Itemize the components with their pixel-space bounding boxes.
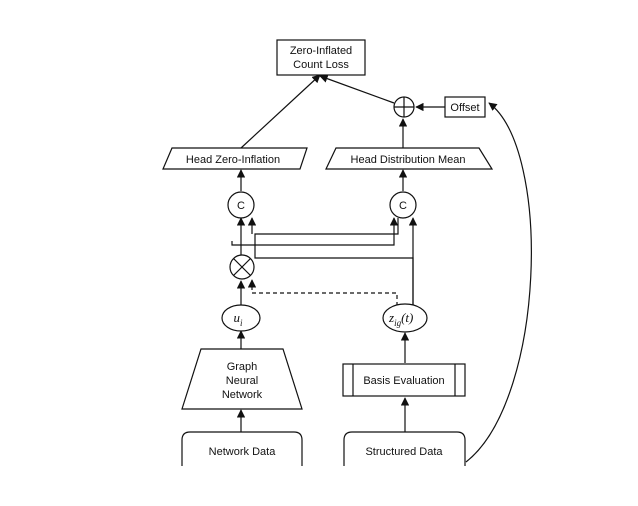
multiply-icon-stroke-b: [233, 258, 251, 276]
loss-label-line1: Zero-Inflated: [290, 45, 352, 57]
basis-evaluation-box: Basis Evaluation: [342, 363, 466, 397]
arrow-head-zi-to-loss: [240, 74, 321, 149]
concat-left-label: C: [237, 200, 245, 212]
arrow-z-to-multiply-dashed: [247, 279, 398, 306]
z-node-label: zig(t): [388, 310, 413, 328]
concat-left-node: C: [227, 191, 255, 219]
gnn-label-line2: Neural: [226, 375, 258, 387]
offset-box: Offset: [444, 96, 486, 118]
u-node-sub: i: [240, 318, 243, 328]
arrow-multiply-to-concat-right: [231, 217, 399, 246]
multiply-node: [229, 254, 255, 280]
arrow-plus-to-loss: [319, 74, 395, 104]
u-node-label: ui: [233, 310, 243, 328]
structured-data-label: Structured Data: [365, 446, 443, 458]
arrow-structured-to-offset: [465, 102, 532, 463]
network-data-node: Network Data: [181, 431, 303, 466]
gnn-label-line1: Graph: [227, 361, 258, 373]
head-distribution-mean-node: Head Distribution Mean: [325, 147, 494, 170]
z-node-base: z: [388, 310, 394, 325]
head-zero-inflation-label: Head Zero-Inflation: [186, 154, 280, 166]
offset-label: Offset: [450, 102, 479, 114]
line-z-crossing: [254, 218, 414, 305]
head-zero-inflation-node: Head Zero-Inflation: [162, 147, 308, 170]
head-distribution-mean-label: Head Distribution Mean: [351, 154, 466, 166]
u-embedding-node: ui: [221, 304, 261, 332]
concat-right-node: C: [389, 191, 417, 219]
structured-data-node: Structured Data: [343, 431, 466, 466]
network-data-label: Network Data: [209, 446, 277, 458]
z-basis-node: zig(t): [382, 303, 428, 333]
gnn-label-line3: Network: [222, 389, 263, 401]
z-node-sub: ig: [394, 318, 402, 328]
plus-node: [393, 96, 415, 118]
concat-right-label: C: [399, 200, 407, 212]
connectors: [231, 74, 532, 463]
z-node-arg: (t): [401, 310, 413, 325]
u-node-base: u: [233, 310, 240, 325]
basis-evaluation-label: Basis Evaluation: [363, 375, 444, 387]
loss-label-line2: Count Loss: [293, 59, 349, 71]
zero-inflated-count-loss-box: Zero-Inflated Count Loss: [276, 39, 366, 76]
graph-neural-network-node: Graph Neural Network: [181, 348, 303, 410]
